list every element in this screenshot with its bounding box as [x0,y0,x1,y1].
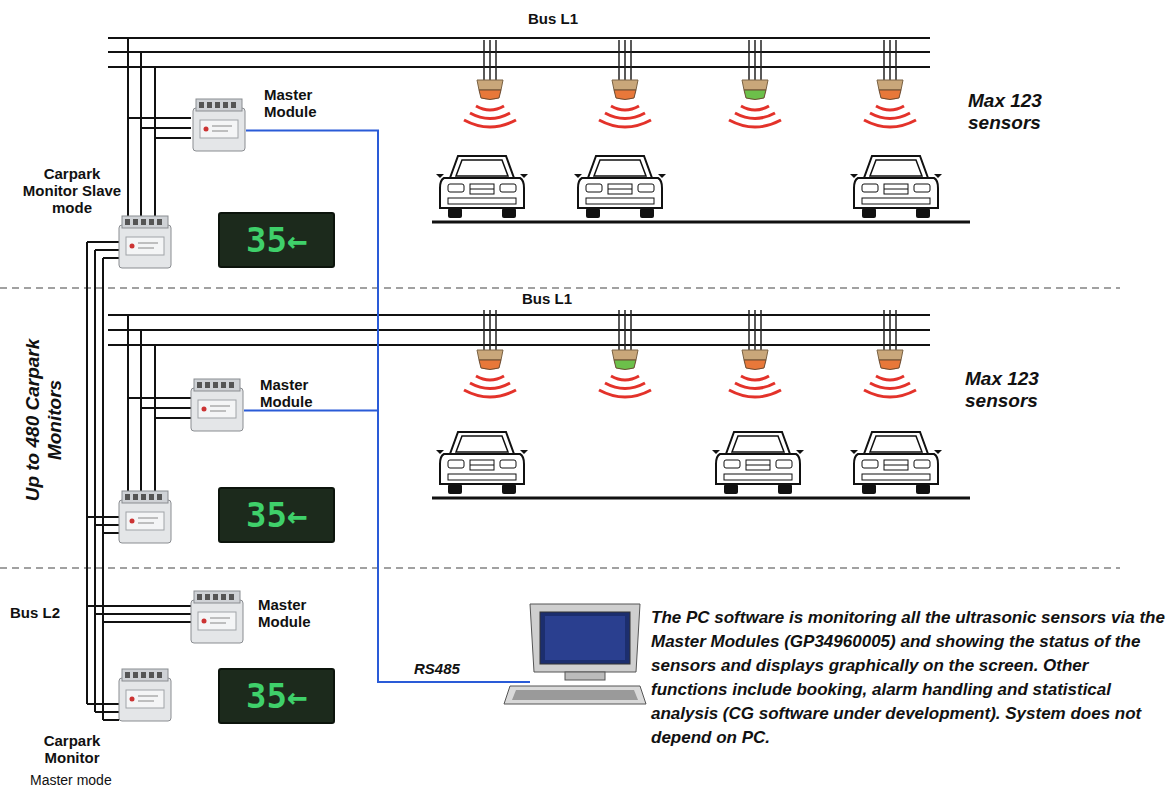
module-device: Master Module [190,86,370,156]
label: Bus L1 [522,290,572,307]
label: Max 123 sensors [968,90,1068,134]
din-module [190,590,244,644]
display-count: 35← [246,495,359,535]
device-label: Master Module [260,376,330,410]
label: Bus L2 [10,604,60,621]
din-module [192,98,246,152]
led-display: 35← [218,212,335,268]
module-device: Carpark MonitorMaster mode [20,668,190,790]
display-count: 35← [246,220,359,260]
label: Bus L1 [528,10,578,27]
label: RS485 [414,660,460,677]
led-display: 35← [218,668,335,724]
din-module [118,215,172,269]
device-label: Master mode [30,772,150,788]
device-label: Master Module [264,86,334,120]
module-device: Carpark Monitor Slave mode [20,165,180,270]
device-label: Carpark Monitor Slave mode [20,165,124,216]
label: Max 123 sensors [965,368,1065,412]
rs485-link [244,130,378,410]
module-device: Master Module [190,372,370,438]
device-label: Carpark Monitor [20,732,124,766]
note-text: The PC software is monitoring all the ul… [651,606,1167,750]
device-label: Master Module [258,596,328,630]
label: Up to 480 Carpark Monitors [22,305,66,535]
din-module [118,668,172,722]
module-device: Master Module [190,588,370,648]
led-display: 35← [218,487,335,543]
din-module [190,378,244,432]
display-count: 35← [246,676,359,716]
